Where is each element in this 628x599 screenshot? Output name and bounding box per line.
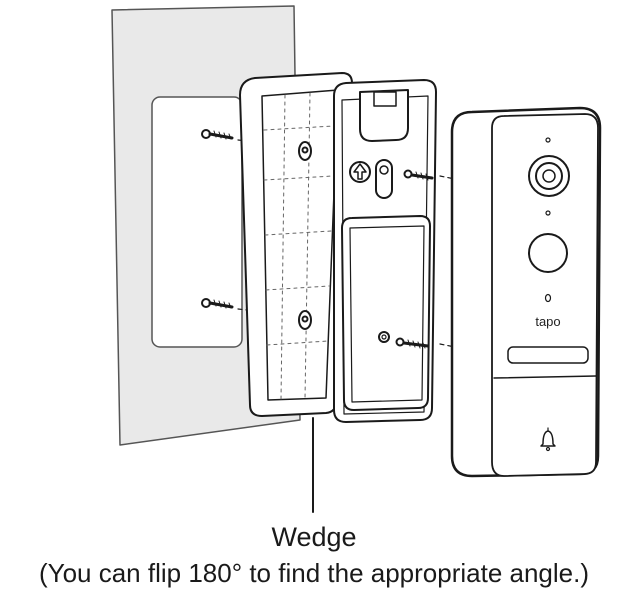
camera-lens-icon [528, 155, 570, 197]
screw-icon [201, 298, 234, 309]
doorbell-button-icon [528, 233, 568, 273]
screw-icon [201, 129, 234, 140]
bell-icon [540, 427, 556, 452]
device-brand-label: tapo [535, 314, 560, 329]
wedge [239, 72, 353, 417]
screw-icon [403, 169, 434, 181]
arrow-up-icon [349, 161, 371, 183]
mounting-bracket [333, 79, 437, 423]
wedge-caption-subtitle: (You can flip 180° to find the appropria… [38, 558, 590, 588]
wedge-caption-title: Wedge [271, 522, 357, 552]
screw-icon [395, 337, 430, 349]
doorbell-device: tapo [450, 106, 602, 478]
